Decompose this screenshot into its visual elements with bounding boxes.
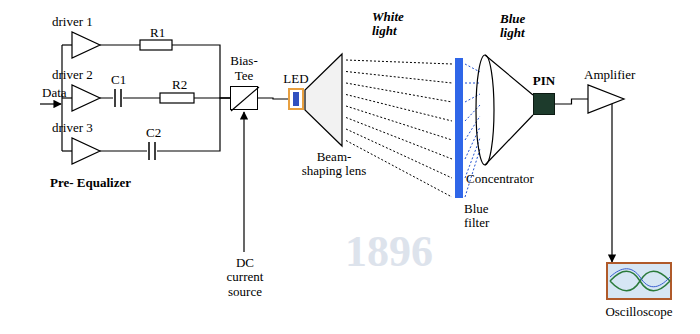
node-label: Bias-Tee — [224, 54, 264, 83]
wire-connector — [611, 99, 612, 262]
driver-triangle-outline — [72, 32, 100, 58]
block-label: Pre- Equalizer — [50, 176, 131, 190]
dc-arrow — [243, 112, 244, 252]
blue-light-ray — [465, 64, 480, 72]
light-label: White light — [372, 10, 412, 39]
blue-light-ray — [465, 94, 480, 102]
watermark: 1896 — [345, 228, 433, 276]
white-light-ray — [346, 106, 452, 140]
amplifier-triangle: Amplifier — [588, 85, 624, 113]
pin-photodiode: PIN — [533, 93, 555, 115]
blue-filter — [455, 58, 463, 198]
white-light-ray — [346, 118, 452, 160]
white-light-ray — [346, 72, 452, 84]
led-chip: LED — [288, 88, 304, 110]
oscilloscope-screen: Oscilloscope — [606, 262, 672, 300]
driver-triangle: driver 3 — [72, 138, 100, 164]
wire-connector — [258, 98, 288, 99]
node-label: LED — [283, 72, 308, 86]
bus-branch — [62, 150, 72, 151]
component-label: R1 — [150, 26, 165, 40]
concentrator-cone — [485, 55, 533, 165]
resistor-symbol — [140, 40, 172, 50]
pin-photodiode-outline — [534, 94, 554, 114]
resistor-symbol — [160, 93, 194, 103]
bias-tee-box: Bias-Tee — [230, 86, 258, 110]
signal-name: Data — [42, 86, 67, 100]
bias-tee-box-outline — [231, 87, 257, 109]
capacitor-gap — [113, 88, 123, 108]
white-light-ray — [346, 83, 452, 102]
capacitor-plate — [114, 89, 116, 107]
capacitor-plate — [148, 142, 150, 160]
amplifier-triangle-outline — [588, 85, 624, 113]
node-label: driver 2 — [52, 68, 93, 82]
part-label: Concentrator — [466, 172, 534, 186]
source-label: DC current source — [219, 256, 271, 299]
driver-triangle: driver 2 — [72, 85, 100, 111]
blue-light-ray — [465, 116, 480, 140]
driver-triangle: driver 1 — [72, 32, 100, 58]
wire-connector — [555, 99, 588, 104]
part-label: Beam-shaping lens — [298, 150, 370, 179]
capacitor-gap — [147, 141, 157, 161]
data-arrow — [40, 103, 61, 104]
node-label: driver 3 — [52, 121, 93, 135]
component-label: C2 — [146, 126, 161, 140]
node-label: Oscilloscope — [605, 305, 672, 319]
white-light-ray — [346, 95, 452, 122]
component-label: C1 — [111, 73, 126, 87]
beam-shaping-lens — [305, 54, 342, 146]
white-light-ray — [346, 60, 452, 64]
blue-light-ray — [465, 105, 480, 121]
node-label: Amplifier — [584, 68, 635, 82]
led-chip-outline — [290, 90, 302, 108]
driver-triangle-outline — [72, 138, 100, 164]
part-label: Blue filter — [464, 202, 504, 231]
node-label: PIN — [533, 74, 555, 88]
node-label: driver 1 — [52, 15, 93, 29]
oscilloscope-screen-outline — [608, 264, 670, 298]
capacitor-plate — [154, 142, 156, 160]
component-label: R2 — [172, 78, 187, 92]
concentrator-opening — [476, 55, 494, 165]
bus-branch — [62, 44, 72, 45]
driver-triangle-outline — [72, 85, 100, 111]
light-label: Blue light — [500, 12, 536, 41]
capacitor-plate — [120, 89, 122, 107]
